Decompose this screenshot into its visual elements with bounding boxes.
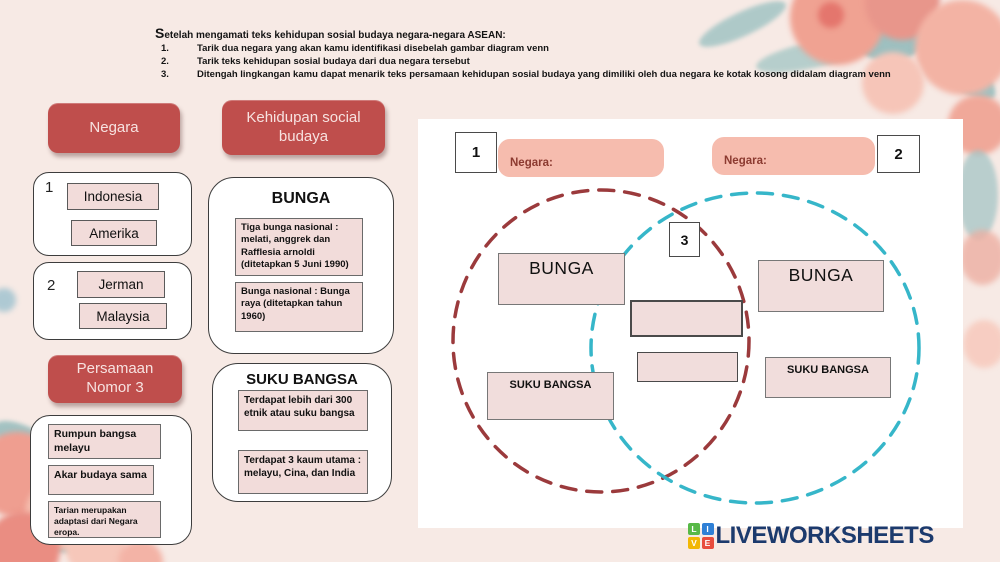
logo-square-e: E bbox=[701, 536, 714, 549]
country-group-2: 2 Jerman Malaysia bbox=[33, 262, 192, 340]
venn-number-2: 2 bbox=[877, 135, 920, 173]
venn-circles bbox=[451, 188, 921, 505]
persamaan-header: Persamaan Nomor 3 bbox=[48, 355, 182, 403]
negara-drop-zone-2[interactable]: Negara: bbox=[712, 137, 875, 175]
suku-bangsa-group-title: SUKU BANGSA bbox=[246, 371, 358, 388]
rose-center-shape bbox=[818, 2, 844, 28]
step-number: 2. bbox=[161, 56, 169, 67]
leaf-shape bbox=[958, 150, 998, 240]
venn-diagram-panel: 1 Negara: Negara: 2 3 BUNGA BUNGA SUKU B… bbox=[418, 119, 963, 528]
rose-shape bbox=[915, 0, 1000, 95]
venn-right-circle bbox=[589, 191, 921, 505]
drag-item-300-etnik[interactable]: Terdapat lebih dari 300 etnik atau suku … bbox=[238, 390, 368, 431]
rose-shape bbox=[963, 320, 1000, 368]
rose-shape bbox=[960, 230, 1000, 285]
kehidupan-header: Kehidupan social budaya bbox=[222, 100, 385, 155]
liveworksheets-logo[interactable]: L I V E LIVEWORKSHEETS bbox=[688, 522, 934, 550]
country-group-1: 1 Indonesia Amerika bbox=[33, 172, 192, 256]
intersection-drop-zone-1[interactable] bbox=[630, 300, 743, 337]
left-suku-bangsa-drop-zone[interactable]: SUKU BANGSA bbox=[487, 372, 614, 420]
group-2-number: 2 bbox=[47, 277, 56, 294]
drag-item-tarian[interactable]: Tarian merupakan adaptasi dari Negara er… bbox=[48, 501, 161, 538]
intersection-drop-zone-2[interactable] bbox=[637, 352, 738, 382]
drag-item-amerika[interactable]: Amerika bbox=[71, 220, 157, 246]
drag-item-jerman[interactable]: Jerman bbox=[77, 271, 165, 298]
step-text: Ditengah lingkangan kamu dapat menarik t… bbox=[197, 69, 891, 80]
negara-header: Negara bbox=[48, 103, 180, 153]
rose-shape bbox=[118, 540, 163, 562]
instructions-title: Setelah mengamati teks kehidupan sosial … bbox=[155, 25, 506, 41]
group-1-number: 1 bbox=[45, 179, 54, 196]
rose-shape bbox=[862, 52, 924, 114]
instruction-step: 1. Tarik dua negara yang akan kamu ident… bbox=[155, 43, 955, 54]
instruction-step: 3. Ditengah lingkangan kamu dapat menari… bbox=[155, 69, 955, 80]
instructions: Setelah mengamati teks kehidupan sosial … bbox=[155, 25, 955, 80]
bunga-group: BUNGA Tiga bunga nasional : melati, angg… bbox=[208, 177, 394, 354]
drag-item-tiga-bunga[interactable]: Tiga bunga nasional : melati, anggrek da… bbox=[235, 218, 363, 276]
suku-bangsa-group: SUKU BANGSA Terdapat lebih dari 300 etni… bbox=[212, 363, 392, 502]
drag-item-indonesia[interactable]: Indonesia bbox=[67, 183, 159, 210]
venn-number-3: 3 bbox=[669, 222, 700, 257]
drag-item-malaysia[interactable]: Malaysia bbox=[79, 303, 167, 329]
step-text: Tarik teks kehidupan sosial budaya dari … bbox=[197, 56, 470, 67]
drag-item-3-kaum[interactable]: Terdapat 3 kaum utama : melayu, Cina, da… bbox=[238, 450, 368, 494]
bunga-group-title: BUNGA bbox=[271, 190, 331, 207]
persamaan-group: Rumpun bangsa melayu Akar budaya sama Ta… bbox=[30, 415, 192, 545]
right-bunga-drop-zone[interactable]: BUNGA bbox=[758, 260, 884, 312]
step-number: 3. bbox=[161, 69, 169, 80]
step-text: Tarik dua negara yang akan kamu identifi… bbox=[197, 43, 549, 54]
liveworksheets-logo-text: LIVEWORKSHEETS bbox=[715, 522, 935, 549]
drag-item-akar-budaya[interactable]: Akar budaya sama bbox=[48, 465, 154, 495]
venn-number-1: 1 bbox=[455, 132, 497, 173]
logo-square-i: I bbox=[701, 523, 714, 536]
step-number: 1. bbox=[161, 43, 169, 54]
flower-shape bbox=[0, 288, 16, 312]
drag-item-bunga-nasional[interactable]: Bunga nasional : Bunga raya (ditetapkan … bbox=[235, 282, 363, 332]
instruction-step: 2. Tarik teks kehidupan sosial budaya da… bbox=[155, 56, 955, 67]
drag-item-rumpun-bangsa[interactable]: Rumpun bangsa melayu bbox=[48, 424, 161, 459]
logo-square-v: V bbox=[688, 536, 700, 549]
negara-drop-zone-1[interactable]: Negara: bbox=[498, 139, 664, 177]
logo-square-l: L bbox=[688, 523, 700, 536]
left-bunga-drop-zone[interactable]: BUNGA bbox=[498, 253, 625, 305]
venn-left-circle bbox=[451, 188, 751, 494]
right-suku-bangsa-drop-zone[interactable]: SUKU BANGSA bbox=[765, 357, 891, 398]
liveworksheets-logo-icon: L I V E bbox=[688, 523, 714, 549]
